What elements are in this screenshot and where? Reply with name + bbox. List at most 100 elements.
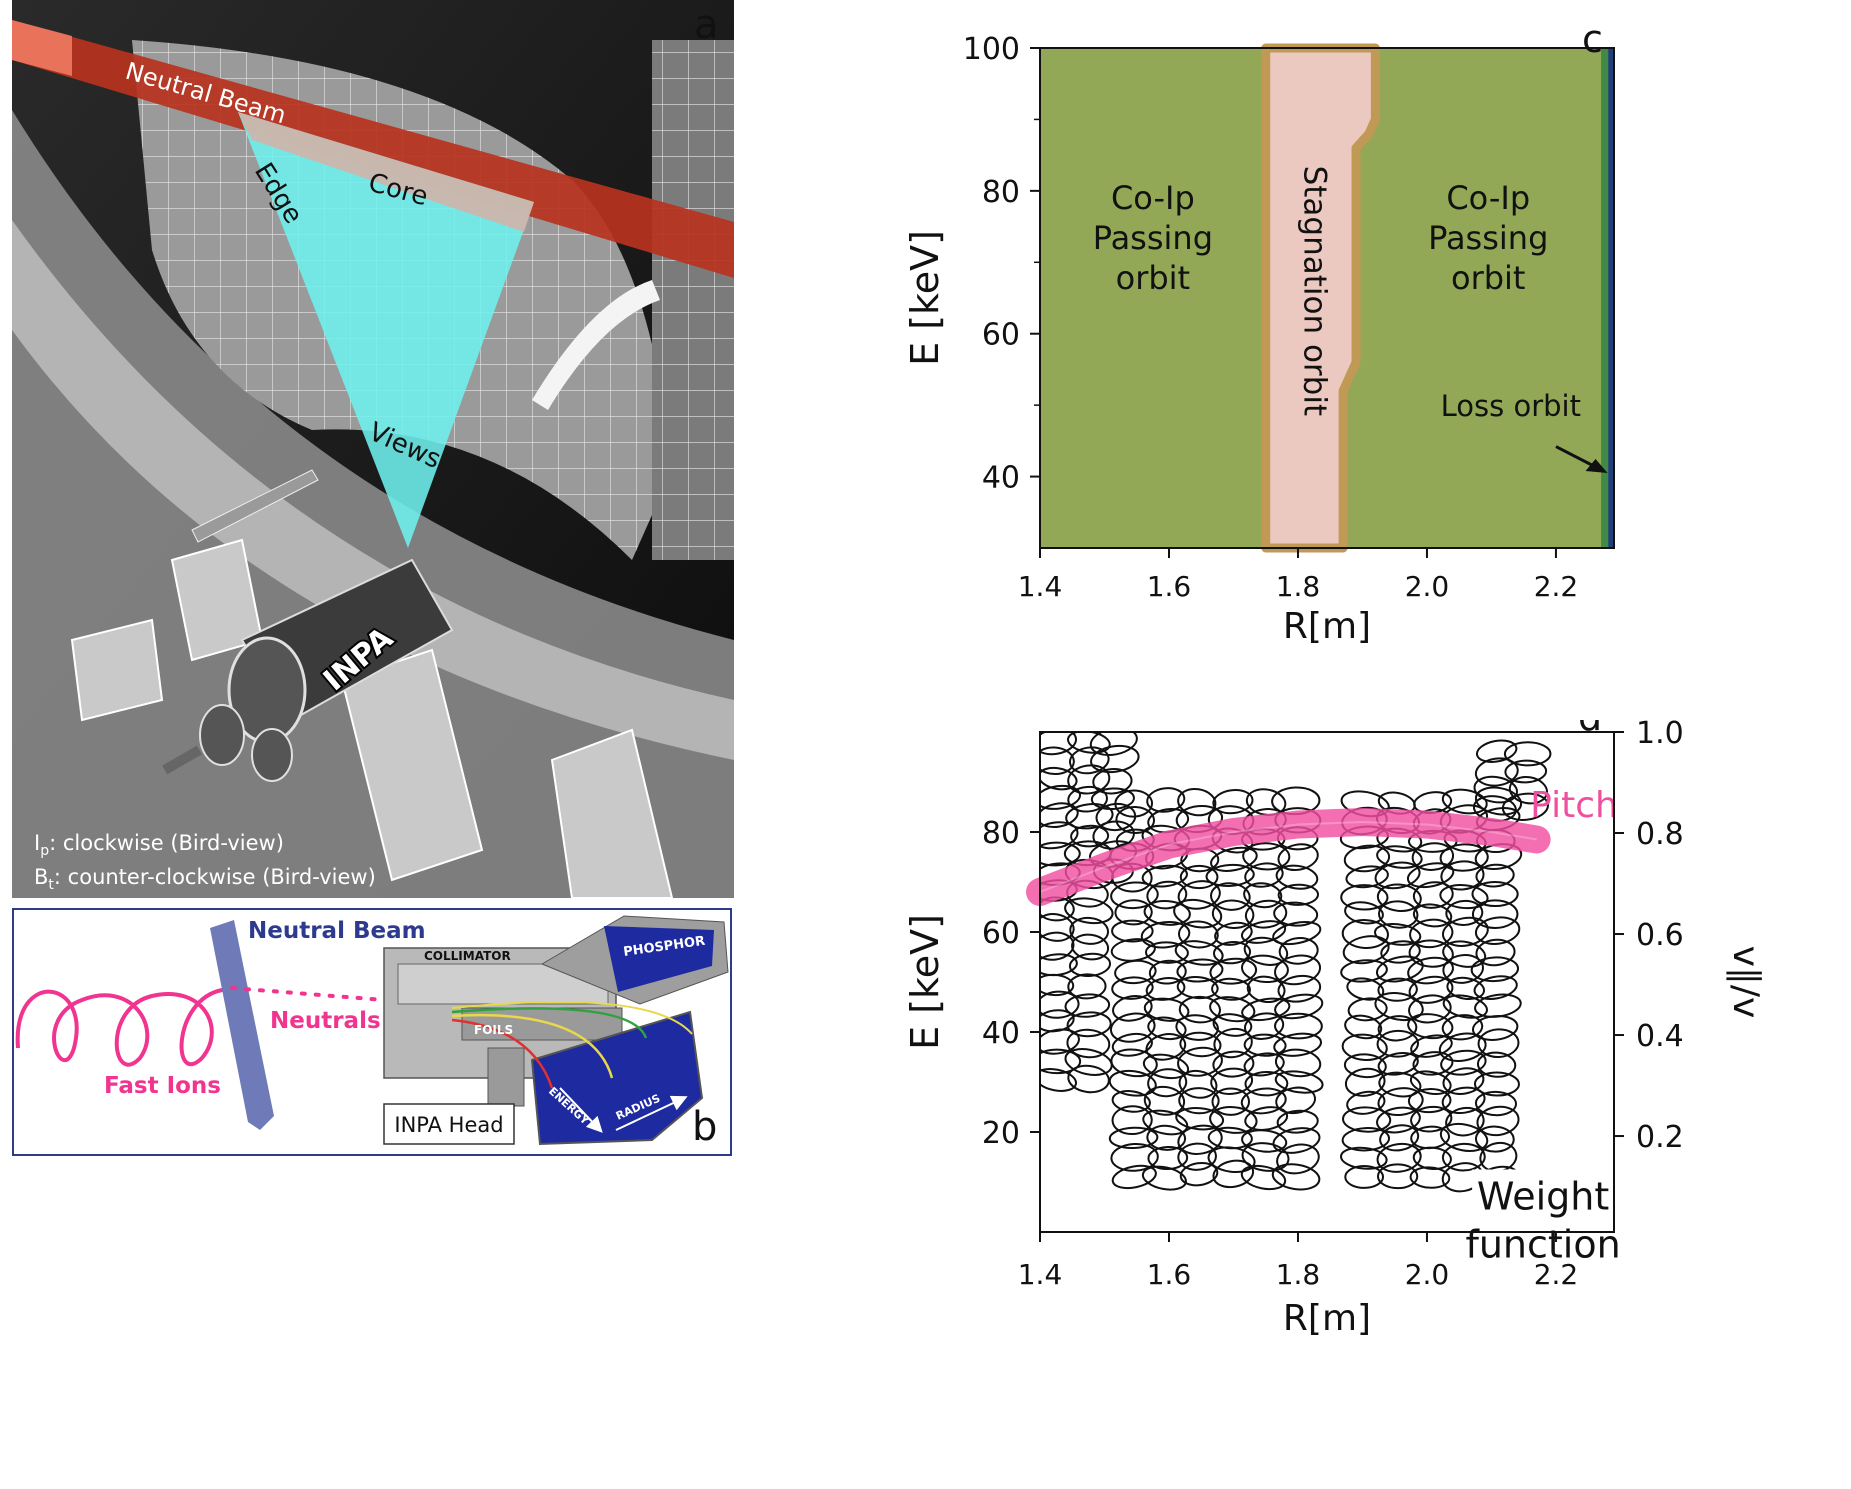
contour-loop xyxy=(1470,956,1520,983)
contour-loop xyxy=(1439,884,1489,910)
contour-loop xyxy=(1242,842,1291,871)
contour-loop xyxy=(1209,957,1258,985)
contour-loop xyxy=(1212,1159,1255,1189)
contour-loop xyxy=(1040,746,1075,775)
contour-loop xyxy=(1146,880,1188,910)
contour-loop xyxy=(1344,1014,1383,1040)
contour-loop xyxy=(1475,739,1518,763)
contour-loop xyxy=(1178,1069,1218,1099)
contour-loop xyxy=(1147,1016,1187,1041)
inpa-head-box xyxy=(383,1103,515,1145)
contour-loop xyxy=(1411,842,1455,871)
pitch-band-highlight xyxy=(1039,820,1537,893)
contour-loop xyxy=(1212,789,1254,815)
contour-loop xyxy=(1071,933,1110,961)
contour-loop xyxy=(1140,920,1191,949)
contour-loop xyxy=(1148,959,1187,985)
contour-loop xyxy=(1374,922,1422,946)
contour-loop xyxy=(1040,990,1080,1019)
weight-function-label: Weight xyxy=(1477,1175,1609,1219)
coil-blocks xyxy=(70,538,674,898)
contour-loop xyxy=(1474,1090,1518,1117)
contour-loop xyxy=(1177,880,1221,910)
passing-orbit-label-2: Co-Ip xyxy=(1446,179,1530,217)
contour-loop xyxy=(1408,994,1452,1024)
contour-loop xyxy=(1473,975,1518,1000)
contour-loop xyxy=(1090,744,1140,774)
contour-loop xyxy=(1274,993,1324,1020)
contour-loop xyxy=(1108,1069,1157,1097)
contour-loop xyxy=(1344,901,1384,925)
contour-loop xyxy=(1408,939,1454,968)
contour-loop xyxy=(1243,1052,1285,1077)
contour-loop xyxy=(1040,802,1079,829)
contour-loop xyxy=(1210,882,1251,911)
contour-loop xyxy=(1274,1048,1322,1078)
contour-loop xyxy=(1410,1034,1453,1058)
contour-loop xyxy=(1277,883,1320,906)
contour-loop xyxy=(1178,995,1222,1024)
contour-loop xyxy=(1179,864,1219,890)
contour-loop xyxy=(1475,938,1516,967)
contour-loop xyxy=(1407,1013,1454,1040)
contour-loop xyxy=(1241,1142,1290,1172)
ion-trajectory-green xyxy=(451,1007,648,1039)
x-tick-label: 2.0 xyxy=(1405,1258,1450,1291)
contour-loop xyxy=(1410,1105,1453,1133)
contour-loop xyxy=(1473,1071,1520,1097)
contour-loop xyxy=(1412,1051,1454,1076)
fast-ion-orbit xyxy=(15,988,234,1067)
contour-loop xyxy=(1375,955,1424,983)
y2-tick-label: 1.0 xyxy=(1636,720,1684,751)
contour-loop xyxy=(1342,1106,1392,1133)
contour-loop xyxy=(1111,919,1154,943)
pitch-band xyxy=(1026,808,1551,906)
y2-axis-label: v∥/v xyxy=(1725,946,1766,1019)
contour-loop xyxy=(1110,1048,1158,1078)
contour-loop xyxy=(1109,1012,1156,1043)
contour-loop xyxy=(1174,940,1224,966)
contour-loop xyxy=(1474,1125,1515,1153)
y-axis-label: E [keV] xyxy=(903,230,947,366)
contour-loop xyxy=(1378,1071,1422,1098)
contour-loop xyxy=(1409,1166,1451,1189)
contour-loop xyxy=(1441,1014,1484,1041)
foils-label: FOILS xyxy=(474,1023,513,1037)
contour-loop xyxy=(1376,1163,1419,1190)
y-axis-label: E [keV] xyxy=(903,914,947,1050)
contour-loop xyxy=(1439,1122,1489,1153)
contour-loop xyxy=(1277,843,1319,872)
fast-ions-label: Fast Ions xyxy=(104,1073,221,1099)
contour-loop xyxy=(1212,1013,1253,1037)
detector-plate xyxy=(530,1010,704,1146)
contour-loop xyxy=(1340,1146,1388,1170)
contour-loop xyxy=(1205,863,1255,887)
contour-loop xyxy=(1345,865,1389,889)
contour-loop xyxy=(1069,916,1110,945)
contour-loop xyxy=(1374,991,1424,1022)
contour-loop xyxy=(1211,977,1251,1001)
contour-loop xyxy=(1173,898,1223,929)
contour-loop xyxy=(1111,1164,1157,1190)
contour-loop xyxy=(1244,899,1288,929)
contour-loop xyxy=(1407,1088,1452,1114)
contour-loop xyxy=(1412,1146,1452,1171)
contour-loop xyxy=(1064,993,1111,1018)
panel-c-letter: c xyxy=(1582,17,1603,61)
contour-loop xyxy=(1377,977,1418,1002)
contour-loop xyxy=(1092,768,1133,795)
contour-loop xyxy=(1277,974,1322,1003)
passing-orbit-label-1: Co-Ip xyxy=(1111,179,1195,217)
ip-direction-text: Ip: clockwise (Bird-view) xyxy=(34,831,284,859)
contour-loop xyxy=(1064,897,1114,925)
contour-loop xyxy=(1246,975,1286,1003)
contour-loop xyxy=(1504,759,1548,784)
contour-loop xyxy=(1377,1015,1418,1042)
contour-loop xyxy=(1276,1143,1320,1175)
contour-loop xyxy=(1211,1087,1251,1116)
contour-loop xyxy=(1347,997,1388,1022)
contour-loop xyxy=(1244,1106,1289,1131)
contour-loop xyxy=(1141,864,1188,888)
contour-loop xyxy=(1070,824,1110,848)
contour-loop xyxy=(1376,1106,1421,1134)
